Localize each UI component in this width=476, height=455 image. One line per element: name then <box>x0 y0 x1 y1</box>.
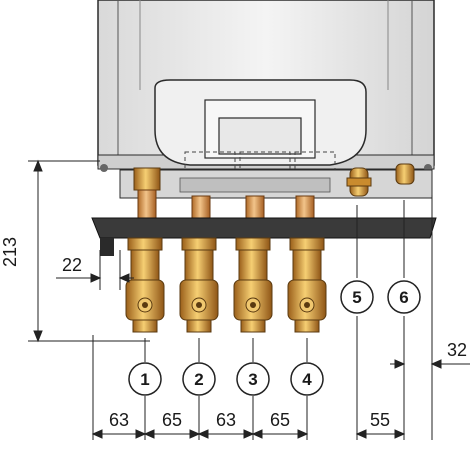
reference-lines <box>92 195 433 440</box>
control-panel <box>154 79 367 166</box>
callout-5-label: 5 <box>352 288 361 307</box>
valve-3 <box>233 237 273 333</box>
dimension-spacing-3: 63 <box>216 410 236 430</box>
valve-4 <box>287 237 327 333</box>
valve-1 <box>125 237 165 333</box>
height-dimension <box>28 159 150 343</box>
offset-32-dimension <box>390 359 470 369</box>
offset-22-dimension <box>56 273 134 283</box>
bottom-frame <box>119 169 433 199</box>
callout-5: 5 <box>340 280 374 314</box>
dimension-spacing-5: 55 <box>370 410 390 430</box>
dimension-spacing-2: 65 <box>162 410 182 430</box>
dimension-32: 32 <box>447 340 467 360</box>
callout-4: 4 <box>290 362 324 396</box>
spacing-dimension-line <box>91 429 406 439</box>
callout-6: 6 <box>387 280 421 314</box>
callout-1: 1 <box>128 362 162 396</box>
callout-1-label: 1 <box>140 370 149 389</box>
callout-2-label: 2 <box>194 370 203 389</box>
valve-2 <box>179 237 219 333</box>
callout-4-label: 4 <box>302 370 312 389</box>
dimension-spacing-1: 63 <box>109 410 129 430</box>
drip-tray <box>91 217 437 256</box>
dimension-spacing-4: 65 <box>270 410 290 430</box>
callout-3: 3 <box>236 362 270 396</box>
callout-2: 2 <box>182 362 216 396</box>
dimension-213: 213 <box>0 237 20 267</box>
callout-6-label: 6 <box>399 288 408 307</box>
callout-3-label: 3 <box>248 370 257 389</box>
dimension-22: 22 <box>62 255 82 275</box>
connection-6-fitting <box>395 163 415 185</box>
connection-5-fitting <box>346 167 372 197</box>
